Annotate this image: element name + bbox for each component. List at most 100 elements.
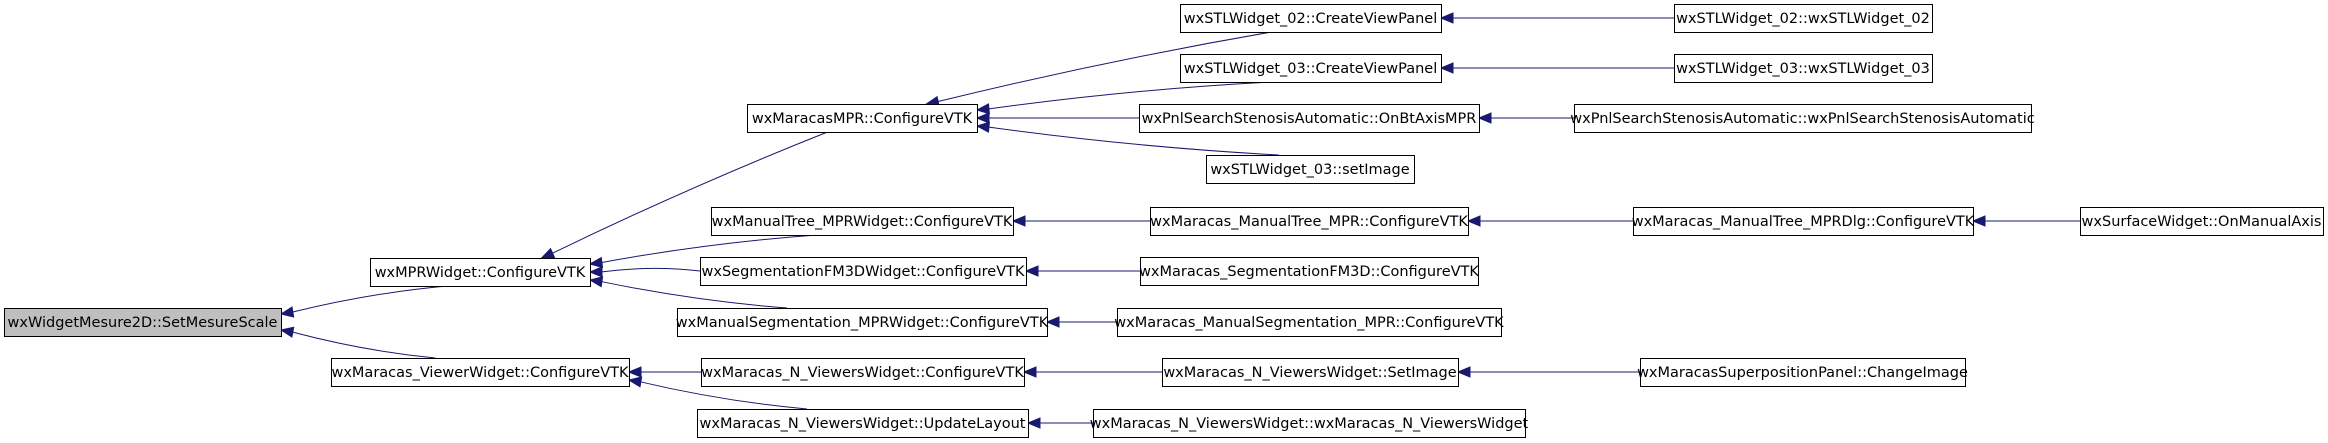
node-box — [1633, 207, 1974, 236]
node-wxmaracassuperpositionpanel-changeimage[interactable]: wxMaracasSuperpositionPanel::ChangeImage — [1637, 358, 1968, 387]
node-box — [1640, 358, 1966, 387]
arrowhead-icon — [627, 376, 643, 388]
node-wxstlwidget-03-wxstlwidget-03[interactable]: wxSTLWidget_03::wxSTLWidget_03 — [1674, 54, 1933, 83]
node-box — [1150, 207, 1469, 236]
arrowhead-icon — [588, 276, 604, 288]
node-label: wxSTLWidget_02::wxSTLWidget_02 — [1676, 11, 1930, 27]
arrowhead-icon — [1045, 316, 1060, 328]
node-box — [700, 257, 1027, 286]
arrowhead-icon — [279, 326, 295, 338]
node-wxmaracas-manualtree-mprdlg-configurevtk[interactable]: wxMaracas_ManualTree_MPRDlg::ConfigureVT… — [1632, 207, 1975, 236]
node-label: wxSTLWidget_03::setImage — [1210, 162, 1409, 178]
edge-segfm-to-mprw — [601, 267, 701, 273]
node-wxmaracas-n-viewerswidget-wxmaracas-n-viewerswidget[interactable]: wxMaracas_N_ViewersWidget::wxMaracas_N_V… — [1090, 409, 1529, 438]
node-wxsurfacewidget-onmanualaxis[interactable]: wxSurfaceWidget::OnManualAxis — [2080, 207, 2324, 236]
nodes-layer: wxWidgetMesure2D::SetMesureScale wxMPRWid… — [4, 4, 2324, 438]
node-box — [4, 308, 282, 337]
node-wxsegmentationfm3dwidget-configurevtk[interactable]: wxSegmentationFM3DWidget::ConfigureVTK — [700, 257, 1027, 286]
edge-mprw-to-root — [292, 285, 448, 313]
node-label: wxMaracas_N_ViewersWidget::SetImage — [1163, 365, 1456, 381]
node-label: wxSurfaceWidget::OnManualAxis — [2082, 214, 2322, 230]
arrowhead-icon — [540, 247, 556, 259]
node-box — [370, 258, 591, 287]
node-wxstlwidget-03-createviewpanel[interactable]: wxSTLWidget_03::CreateViewPanel — [1180, 54, 1442, 83]
node-wxmaracas-manualsegmentation-mpr-configurevtk[interactable]: wxMaracas_ManualSegmentation_MPR::Config… — [1114, 308, 1504, 337]
node-wxmprwidget-configurevtk[interactable]: wxMPRWidget::ConfigureVTK — [370, 258, 591, 287]
arrowhead-icon — [1466, 215, 1481, 227]
node-box — [747, 104, 978, 133]
node-wxmaracas-n-viewerswidget-updatelayout[interactable]: wxMaracas_N_ViewersWidget::UpdateLayout — [697, 409, 1029, 438]
node-wxmaracas-viewerwidget-configurevtk[interactable]: wxMaracas_ViewerWidget::ConfigureVTK — [331, 358, 630, 387]
node-wxpnlsearchstenosisautomatic-onbtaxismpr[interactable]: wxPnlSearchStenosisAutomatic::OnBtAxisMP… — [1139, 104, 1480, 133]
edge-mseg-to-mprw — [601, 281, 788, 309]
node-box — [331, 358, 630, 387]
node-wxstlwidget-03-setimage[interactable]: wxSTLWidget_03::setImage — [1206, 155, 1415, 184]
node-label: wxSTLWidget_03::CreateViewPanel — [1184, 61, 1438, 77]
node-wxmaracas-n-viewerswidget-setimage[interactable]: wxMaracas_N_ViewersWidget::SetImage — [1162, 358, 1459, 387]
arrowhead-icon — [1456, 366, 1471, 378]
node-label: wxSTLWidget_03::wxSTLWidget_03 — [1676, 61, 1930, 77]
edge-stl03img-to-mmpr — [988, 126, 1279, 156]
node-label: wxMaracas_N_ViewersWidget::ConfigureVTK — [701, 365, 1024, 381]
edge-stl03cvp-to-mmpr — [988, 81, 1272, 110]
arrowhead-icon — [1011, 215, 1026, 227]
arrowhead-icon — [588, 256, 604, 269]
arrowhead-icon — [975, 112, 990, 124]
node-box — [1117, 308, 1502, 337]
node-box — [677, 308, 1048, 337]
node-box — [1674, 54, 1933, 83]
node-label: wxMaracas_ManualSegmentation_MPR::Config… — [1114, 315, 1504, 331]
arrowhead-icon — [1439, 12, 1454, 24]
node-box — [1093, 409, 1526, 438]
node-wxwidgetmesure2d-setmesurescale[interactable]: wxWidgetMesure2D::SetMesureScale — [4, 308, 282, 337]
node-box — [1206, 155, 1415, 184]
node-wxmanualtree-mprwidget-configurevtk[interactable]: wxManualTree_MPRWidget::ConfigureVTK — [711, 207, 1014, 236]
node-label: wxWidgetMesure2D::SetMesureScale — [8, 315, 278, 331]
node-label: wxMaracas_ManualTree_MPRDlg::ConfigureVT… — [1632, 214, 1975, 230]
node-wxmaracasmpr-configurevtk[interactable]: wxMaracasMPR::ConfigureVTK — [747, 104, 978, 133]
node-label: wxMaracas_ViewerWidget::ConfigureVTK — [331, 365, 629, 381]
node-box — [701, 358, 1025, 387]
node-label: wxPnlSearchStenosisAutomatic::OnBtAxisMP… — [1142, 111, 1477, 127]
node-label: wxMaracas_SegmentationFM3D::ConfigureVTK — [1139, 264, 1479, 280]
arrowhead-icon — [1022, 366, 1037, 378]
edge-viewerw-to-root — [292, 331, 436, 359]
node-box — [1180, 4, 1442, 33]
arrowhead-icon — [279, 306, 295, 318]
edge-mtree-to-mprw — [601, 234, 817, 263]
arrowhead-icon — [1024, 265, 1039, 277]
edge-stl02cvp-to-mmpr — [938, 31, 1272, 103]
arrowhead-icon — [1026, 417, 1041, 429]
node-box — [1180, 54, 1442, 83]
node-wxmaracas-manualtree-mpr-configurevtk[interactable]: wxMaracas_ManualTree_MPR::ConfigureVTK — [1150, 207, 1469, 236]
node-box — [697, 409, 1029, 438]
arrowhead-icon — [627, 366, 642, 378]
arrowhead-icon — [588, 266, 603, 278]
node-label: wxSegmentationFM3DWidget::ConfigureVTK — [702, 264, 1025, 280]
node-box — [1140, 257, 1479, 286]
arrowhead-icon — [975, 121, 990, 133]
node-wxstlwidget-02-createviewpanel[interactable]: wxSTLWidget_02::CreateViewPanel — [1180, 4, 1442, 33]
edges-layer — [279, 12, 2080, 429]
node-label: wxPnlSearchStenosisAutomatic::wxPnlSearc… — [1570, 111, 2034, 127]
edge-mmpr-to-mprw — [552, 131, 828, 254]
node-label: wxMaracas_N_ViewersWidget::UpdateLayout — [700, 416, 1026, 432]
node-label: wxSTLWidget_02::CreateViewPanel — [1184, 11, 1438, 27]
node-box — [1574, 104, 2032, 133]
node-label: wxMaracasSuperpositionPanel::ChangeImage — [1637, 365, 1968, 381]
node-wxstlwidget-02-wxstlwidget-02[interactable]: wxSTLWidget_02::wxSTLWidget_02 — [1674, 4, 1933, 33]
node-label: wxMPRWidget::ConfigureVTK — [375, 265, 586, 281]
arrowhead-icon — [1439, 62, 1454, 74]
arrowhead-icon — [1971, 215, 1986, 227]
edge-nvupd-to-viewerw — [640, 381, 808, 410]
node-wxmaracas-segmentationfm3d-configurevtk[interactable]: wxMaracas_SegmentationFM3D::ConfigureVTK — [1139, 257, 1479, 286]
node-label: wxMaracasMPR::ConfigureVTK — [752, 111, 973, 127]
node-wxmanualsegmentation-mprwidget-configurevtk[interactable]: wxManualSegmentation_MPRWidget::Configur… — [676, 308, 1049, 337]
node-box — [1139, 104, 1480, 133]
node-wxpnlsearchstenosisautomatic-wxpnlsearchstenosisautomatic[interactable]: wxPnlSearchStenosisAutomatic::wxPnlSearc… — [1570, 104, 2035, 133]
node-label: wxManualTree_MPRWidget::ConfigureVTK — [712, 214, 1013, 230]
node-label: wxManualSegmentation_MPRWidget::Configur… — [676, 315, 1049, 331]
node-label: wxMaracas_ManualTree_MPR::ConfigureVTK — [1150, 214, 1468, 230]
node-wxmaracas-n-viewerswidget-configurevtk[interactable]: wxMaracas_N_ViewersWidget::ConfigureVTK — [701, 358, 1025, 387]
